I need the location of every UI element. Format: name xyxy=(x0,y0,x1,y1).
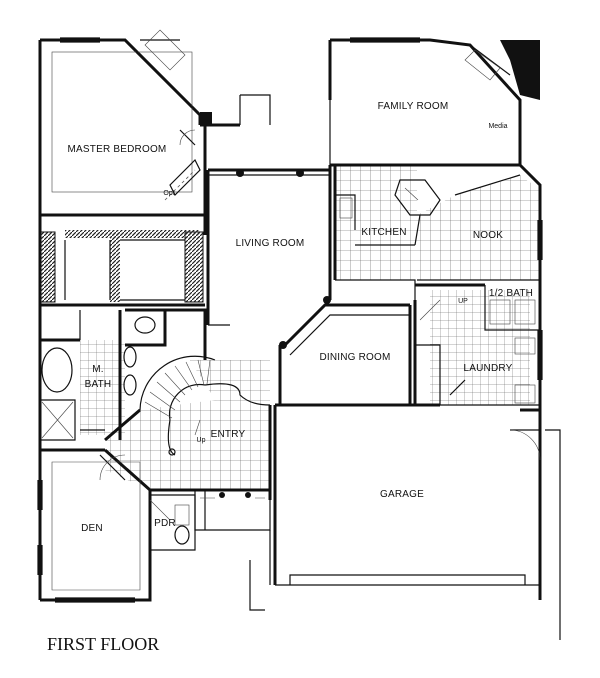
label-opt: Opt. xyxy=(163,190,176,197)
master-bath-tile-floor xyxy=(80,340,125,435)
kitchen-tile-floor xyxy=(335,165,417,280)
plan-title: FIRST FLOOR xyxy=(47,634,159,654)
fireplace-fill xyxy=(500,40,540,100)
label-media: Media xyxy=(488,123,507,130)
label-up-utility: UP xyxy=(458,298,468,305)
label-entry: ENTRY xyxy=(211,429,246,440)
utility-lines xyxy=(413,283,540,406)
label-family-room: FAMILY ROOM xyxy=(378,101,449,112)
label-m-bath-line1: M. xyxy=(92,364,104,375)
label-dining-room: DINING ROOM xyxy=(319,352,390,363)
label-den: DEN xyxy=(81,523,103,534)
label-master-bedroom: MASTER BEDROOM xyxy=(68,144,167,155)
label-nook: NOOK xyxy=(473,230,503,241)
label-kitchen: KITCHEN xyxy=(361,227,406,238)
entry-tile-floor xyxy=(105,400,270,490)
living-room-lines xyxy=(206,165,332,326)
master-bath-lines xyxy=(40,308,207,442)
label-living-room: LIVING ROOM xyxy=(236,238,305,249)
staircase xyxy=(139,355,271,456)
entry-tile-floor-upper xyxy=(190,360,270,405)
kitchen-lines xyxy=(333,165,541,300)
label-half-bath: 1/2 BATH xyxy=(489,288,533,299)
closets xyxy=(39,230,205,307)
master-bedroom-lines xyxy=(51,29,201,201)
powder-room-lines xyxy=(149,494,196,551)
nook-tile-floor xyxy=(417,175,540,280)
label-m-bath-line2: BATH xyxy=(85,379,112,390)
den-lines xyxy=(51,448,152,591)
laundry-tile-floor xyxy=(430,290,530,405)
tile-floors xyxy=(80,165,540,490)
label-laundry: LAUNDRY xyxy=(463,363,512,374)
family-room-lines xyxy=(239,44,511,165)
garage-lines xyxy=(249,405,561,640)
room-labels: MASTER BEDROOM FAMILY ROOM LIVING ROOM K… xyxy=(47,101,533,654)
label-up-stairs: Up xyxy=(197,437,206,444)
window-marks xyxy=(37,37,543,603)
dining-room-lines xyxy=(275,296,440,407)
column-fill xyxy=(200,112,212,124)
label-garage: GARAGE xyxy=(380,489,424,500)
label-pdr: PDR xyxy=(154,518,176,529)
